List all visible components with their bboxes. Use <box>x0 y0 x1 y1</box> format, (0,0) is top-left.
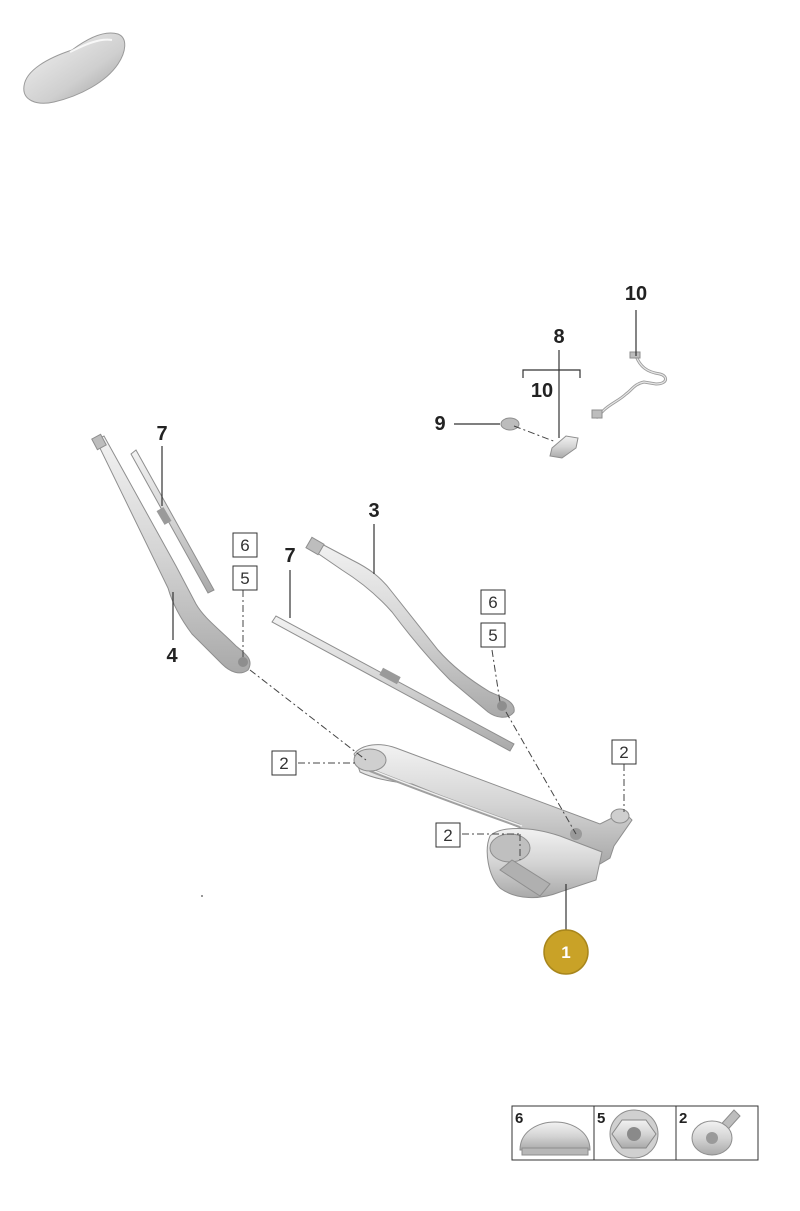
washer-hose-part <box>591 351 667 420</box>
callout-cap: 9 <box>434 413 445 435</box>
callout-blade-right: 7 <box>284 545 295 567</box>
legend-cell-nut: 5 <box>597 1109 659 1159</box>
svg-text:6: 6 <box>240 536 249 555</box>
box-cap-left: 6 <box>232 532 258 558</box>
washer-cap-part <box>500 417 520 431</box>
vehicle-thumbnail-icon <box>23 32 126 104</box>
callout-blade-left: 7 <box>156 423 167 445</box>
svg-text:5: 5 <box>488 626 497 645</box>
svg-text:6: 6 <box>515 1110 523 1127</box>
wiper-blade-right-part <box>271 615 515 752</box>
main-part-callout[interactable]: 1 <box>543 929 589 975</box>
cap-icon <box>519 1121 591 1156</box>
assembly-guide-lines <box>242 425 625 860</box>
callout-kit: 8 <box>553 326 564 348</box>
callout-arm-right: 3 <box>368 500 379 522</box>
wiper-arm-right-part <box>305 536 515 718</box>
box-nut-right: 5 <box>480 622 506 648</box>
callout-labels: 10 8 10 9 7 3 7 4 <box>156 283 647 667</box>
bolt-icon <box>691 1109 741 1156</box>
hex-nut-icon <box>609 1109 659 1159</box>
svg-text:5: 5 <box>597 1110 605 1127</box>
svg-text:2: 2 <box>619 743 628 762</box>
box-bolt-center: 2 <box>435 822 461 848</box>
box-cap-right: 6 <box>480 589 506 615</box>
wiper-blade-left-part <box>130 449 215 594</box>
svg-text:2: 2 <box>279 754 288 773</box>
box-bolt-right: 2 <box>611 739 637 765</box>
svg-text:5: 5 <box>240 569 249 588</box>
callout-nozzle: 10 <box>531 380 553 402</box>
callout-arm-left: 4 <box>166 645 178 667</box>
box-nut-left: 5 <box>232 565 258 591</box>
svg-text:2: 2 <box>443 826 452 845</box>
stray-mark <box>201 895 203 897</box>
leader-lines <box>161 310 637 930</box>
legend-cell-cap: 6 <box>515 1110 591 1156</box>
boxed-reference-labels: 6 5 6 5 2 2 2 <box>232 532 637 848</box>
washer-nozzle-part <box>549 435 579 459</box>
wiper-linkage-motor-part <box>353 744 633 899</box>
fastener-legend: 6 5 2 <box>511 1105 759 1161</box>
callout-hose: 10 <box>625 283 647 305</box>
svg-text:1: 1 <box>561 943 570 962</box>
legend-cell-bolt: 2 <box>679 1109 741 1156</box>
svg-text:6: 6 <box>488 593 497 612</box>
box-bolt-left: 2 <box>271 750 297 776</box>
wiper-arm-left-part <box>91 433 251 674</box>
svg-text:2: 2 <box>679 1110 687 1127</box>
